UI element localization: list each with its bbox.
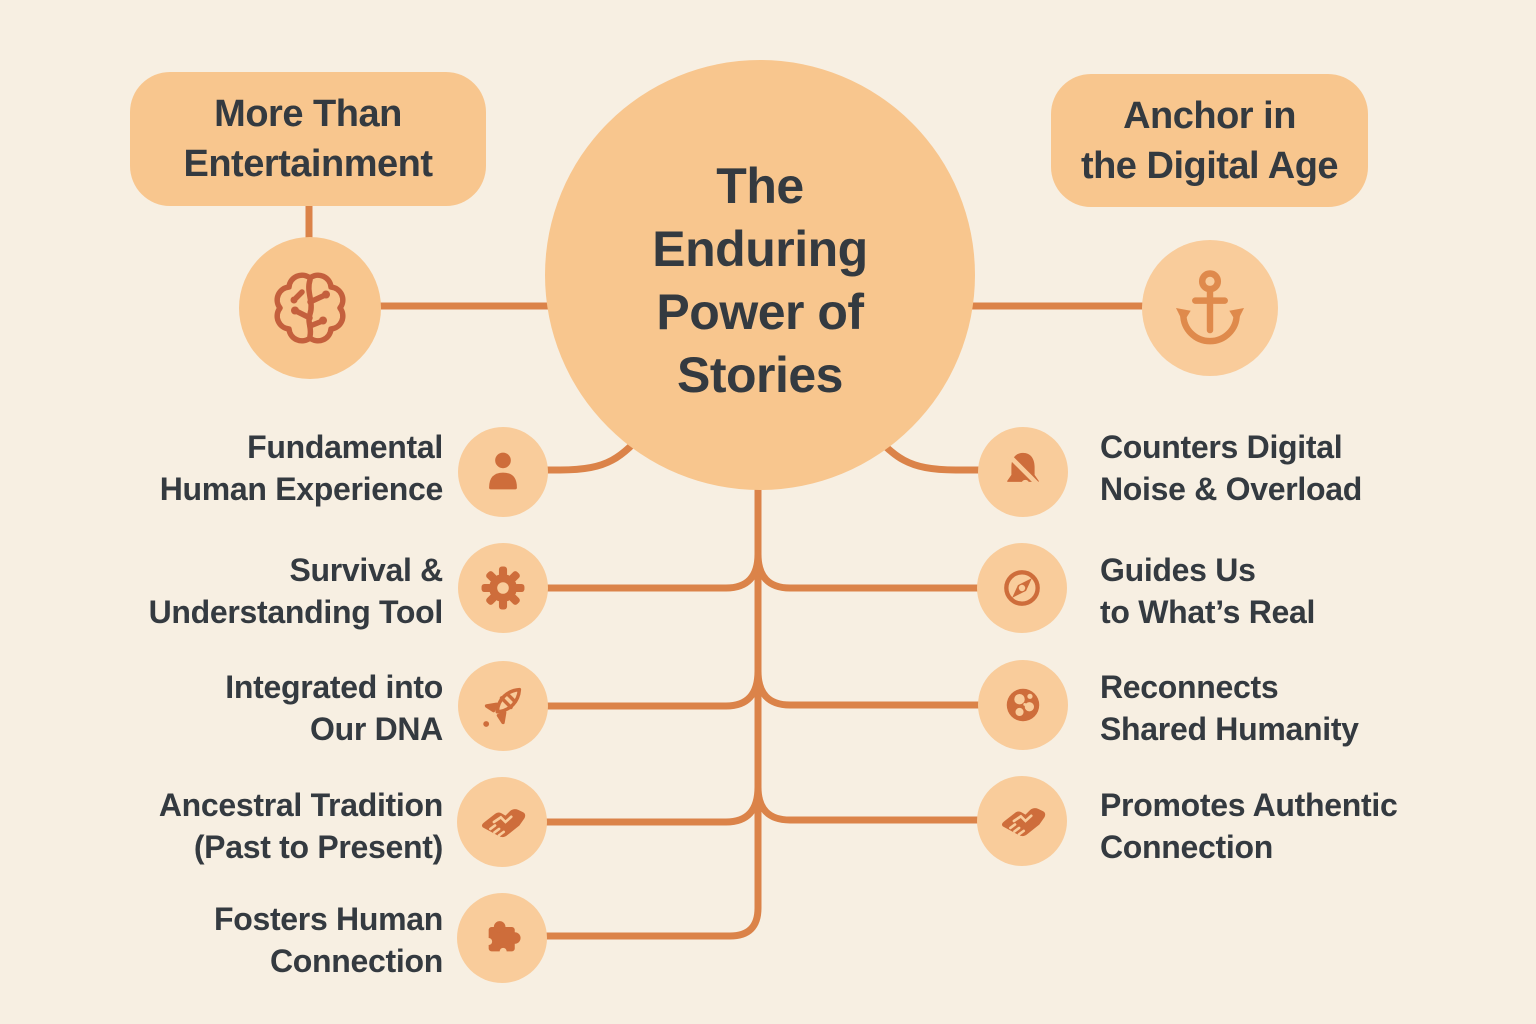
- branch-box-label: Anchor in the Digital Age: [1080, 91, 1339, 191]
- puzzle-icon-bubble: [457, 893, 547, 983]
- puzzle-icon: [485, 921, 521, 955]
- branch-label-line: Entertainment: [183, 143, 433, 185]
- left-item-fosters-human-connection: Fosters Human Connection: [13, 898, 443, 982]
- title-line: Power of: [656, 284, 864, 340]
- item-label-line: Human Experience: [159, 471, 444, 507]
- left-item-ancestral-tradition: Ancestral Tradition (Past to Present): [13, 784, 443, 868]
- connector: [528, 783, 762, 826]
- globe-icon: [1006, 688, 1040, 722]
- right-item-counters-digital-noise: Counters Digital Noise & Overload: [1100, 426, 1530, 510]
- person-icon-bubble: [458, 427, 548, 517]
- left-item-survival-understanding-tool: Survival & Understanding Tool: [13, 549, 444, 633]
- rocket-icon-bubble: [458, 661, 548, 751]
- connector: [754, 550, 996, 592]
- item-label-line: (Past to Present): [193, 829, 443, 865]
- branch-box-more-than-entertainment: More Than Entertainment: [130, 72, 486, 206]
- item-label-line: Guides Us: [1100, 552, 1256, 588]
- bell-slash-icon: [1006, 452, 1041, 488]
- branch-box-label: More Than Entertainment: [184, 89, 433, 189]
- handshake-icon-bubble: [977, 776, 1067, 866]
- connector: [528, 462, 762, 940]
- item-label-line: Counters Digital: [1100, 429, 1343, 465]
- left-item-integrated-into-our-dna: Integrated into Our DNA: [13, 666, 443, 750]
- item-label-line: Fosters Human: [213, 901, 443, 937]
- right-item-promotes-authentic-connection: Promotes Authentic Connection: [1100, 784, 1530, 868]
- right-item-guides-us-to-whats-real: Guides Us to What’s Real: [1100, 549, 1530, 633]
- compass-icon: [1004, 570, 1040, 606]
- brain-icon-bubble: [239, 237, 381, 379]
- central-node: The Enduring Power of Stories: [545, 60, 975, 490]
- item-label-line: to What’s Real: [1100, 594, 1316, 630]
- rocket-icon: [483, 687, 522, 727]
- branch-label-line: More Than: [214, 93, 402, 135]
- page-title: The Enduring Power of Stories: [652, 143, 868, 407]
- title-line: Enduring: [652, 221, 868, 277]
- anchor-icon: [1175, 270, 1245, 345]
- title-line: Stories: [676, 347, 844, 403]
- item-label-line: Survival &: [289, 552, 443, 588]
- item-label-line: Ancestral Tradition: [158, 787, 443, 823]
- item-label-line: Promotes Authentic: [1100, 787, 1398, 823]
- anchor-icon-bubble: [1142, 240, 1278, 376]
- right-item-reconnects-shared-humanity: Reconnects Shared Humanity: [1100, 666, 1530, 750]
- handshake-icon: [481, 809, 526, 838]
- branch-label-line: Anchor in: [1123, 94, 1296, 137]
- item-label-line: Shared Humanity: [1100, 711, 1359, 747]
- item-label-line: Connection: [270, 943, 443, 979]
- item-label-line: Fundamental: [247, 429, 443, 465]
- item-label-line: Understanding Tool: [148, 594, 444, 630]
- gear-icon-bubble: [458, 543, 548, 633]
- item-label-line: Connection: [1100, 829, 1273, 865]
- connector: [754, 667, 996, 709]
- branch-box-anchor-digital-age: Anchor in the Digital Age: [1051, 74, 1368, 207]
- branch-label-line: the Digital Age: [1080, 144, 1339, 187]
- handshake-icon: [1001, 808, 1046, 837]
- item-label-line: Integrated into: [225, 669, 443, 705]
- handshake-icon-bubble: [457, 777, 547, 867]
- globe-icon-bubble: [978, 660, 1068, 750]
- brain-icon: [274, 272, 346, 344]
- connector: [754, 783, 996, 824]
- compass-icon-bubble: [977, 543, 1067, 633]
- bell-slash-icon-bubble: [978, 427, 1068, 517]
- connector: [528, 667, 762, 710]
- person-icon: [489, 452, 517, 490]
- item-label-line: Noise & Overload: [1100, 471, 1362, 507]
- gear-icon: [481, 566, 525, 610]
- left-item-fundamental-human-experience: Fundamental Human Experience: [13, 426, 444, 510]
- item-label-line: Our DNA: [309, 711, 443, 747]
- connector: [528, 550, 762, 592]
- title-line: The: [716, 158, 804, 214]
- item-label-line: Reconnects: [1100, 669, 1279, 705]
